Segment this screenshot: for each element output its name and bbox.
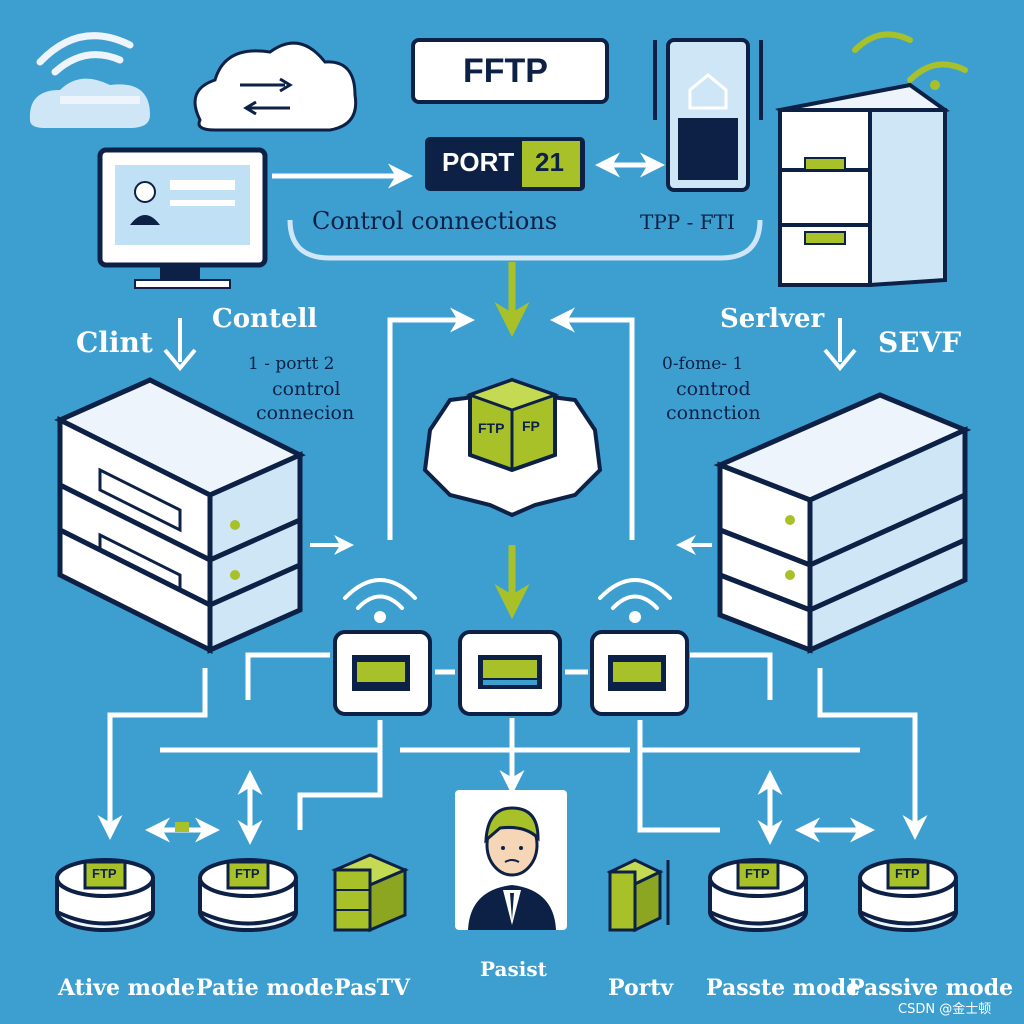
ftp-storage-icon bbox=[708, 858, 808, 932]
storage-badge-1: FTP bbox=[92, 866, 117, 881]
network-card-right bbox=[590, 630, 689, 716]
small-server-stack-icon bbox=[331, 853, 409, 933]
watermark: CSDN @金士顿 bbox=[898, 1002, 992, 1017]
right-loop-arrow bbox=[550, 307, 635, 540]
client-monitor-icon bbox=[97, 147, 268, 289]
left-note-line-2: control bbox=[272, 378, 341, 400]
small-server-stack-icon bbox=[606, 858, 670, 933]
title-box bbox=[411, 38, 609, 104]
left-note-line-1: 1 - portt 2 bbox=[248, 354, 335, 374]
right-note-line-2: controd bbox=[676, 378, 751, 400]
storage-badge-7: FTP bbox=[895, 866, 920, 881]
contell-label: Contell bbox=[212, 304, 318, 334]
left-loop-arrow bbox=[387, 307, 475, 540]
cube-label-left: FTP bbox=[478, 420, 505, 436]
wifi-cloud-icon bbox=[29, 32, 150, 128]
diagram-title: FFTP bbox=[463, 52, 548, 90]
right-note-line-3: connction bbox=[666, 402, 761, 424]
bottom-label-5: Portv bbox=[608, 975, 674, 1001]
server-down-arrow bbox=[823, 318, 857, 372]
ftp-storage-icon bbox=[858, 858, 958, 932]
cube-label-right: FP bbox=[522, 418, 540, 434]
ftp-storage-icon bbox=[198, 858, 298, 932]
storage-badge-6: FTP bbox=[745, 866, 770, 881]
server-stack-icon bbox=[713, 392, 972, 654]
control-connections-bracket bbox=[287, 219, 763, 261]
tpp-label: TPP - FTI bbox=[640, 210, 735, 234]
cloud-icon bbox=[193, 41, 358, 132]
bottom-label-3: PasTV bbox=[334, 975, 411, 1001]
sevf-label: SEVF bbox=[878, 326, 962, 359]
bottom-label-2: Patie mode bbox=[196, 975, 334, 1001]
client-label: Clint bbox=[76, 326, 153, 359]
bottom-label-4: Pasist bbox=[480, 957, 547, 981]
router-tower-icon bbox=[653, 38, 763, 192]
ftp-gear-cube-icon bbox=[422, 377, 603, 518]
wifi-signal-icon bbox=[852, 31, 968, 90]
bottom-label-6: Passte mode bbox=[706, 975, 861, 1001]
port-box bbox=[425, 137, 585, 191]
person-icon bbox=[455, 790, 567, 930]
right-wifi-icon bbox=[598, 578, 672, 623]
left-note-line-3: connecion bbox=[256, 402, 355, 424]
small-tag bbox=[175, 822, 189, 832]
control-connections-label: Control connections bbox=[312, 207, 558, 235]
top-server-stack-icon bbox=[775, 82, 950, 288]
server-label: Serlver bbox=[720, 304, 825, 334]
bottom-label-7: Passive mode bbox=[848, 975, 1014, 1001]
ftp-storage-icon bbox=[55, 858, 155, 932]
port-label: PORT bbox=[442, 147, 515, 177]
left-wifi-icon bbox=[343, 578, 417, 623]
network-card-center bbox=[458, 630, 562, 716]
client-down-arrow bbox=[163, 318, 197, 372]
right-note-line-1: 0-fome- 1 bbox=[662, 354, 744, 374]
client-server-stack-icon bbox=[54, 377, 306, 655]
storage-badge-2: FTP bbox=[235, 866, 260, 881]
port-number: 21 bbox=[535, 147, 564, 177]
lower-wiring bbox=[107, 652, 918, 833]
bottom-label-1: Ative mode bbox=[58, 975, 195, 1001]
network-card-left bbox=[333, 630, 432, 716]
